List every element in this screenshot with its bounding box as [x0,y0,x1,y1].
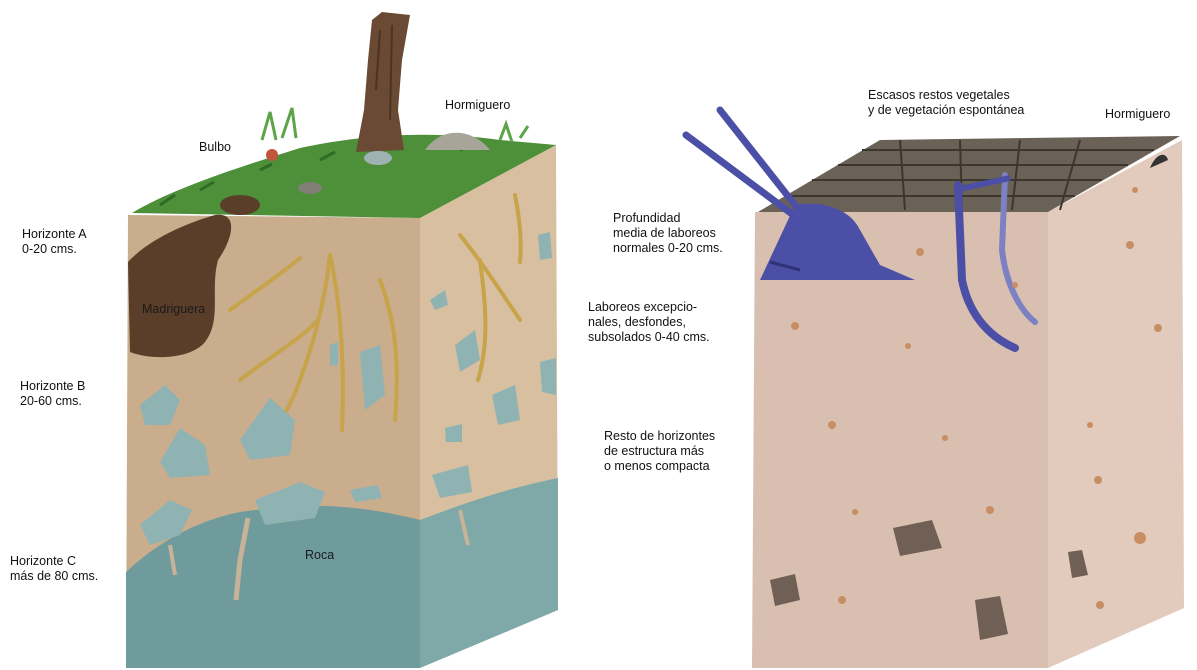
tree-trunk-icon [356,12,410,152]
surface-stone [364,151,392,165]
rock-label: Roca [305,548,334,563]
horizon-c-label: Horizonte C más de 80 cms. [10,554,98,584]
tilled-soil-side-face [1048,140,1184,668]
anthill-label-right: Hormiguero [1105,107,1170,122]
burrow-label: Madriguera [142,302,205,317]
horizon-b-label: Horizonte B 20-60 cms. [20,379,85,409]
grass-tuft-icon [262,108,296,140]
exceptional-tillage-label: Laboreos excepcio- nales, desfondes, sub… [588,300,710,345]
surface-stone [298,182,322,194]
grass-tuft-icon [500,124,528,142]
remaining-horizons-label: Resto de horizontes de estructura más o … [604,429,715,474]
bulb-icon [266,149,278,161]
anthill-label: Hormiguero [445,98,510,113]
bulb-label: Bulbo [199,140,231,155]
horizon-a-label: Horizonte A 0-20 cms. [22,227,87,257]
plant-residue-label: Escasos restos vegetales y de vegetación… [868,88,1024,118]
tillage-depth-label: Profundidad media de laboreos normales 0… [613,211,723,256]
burrow-entrance [220,195,260,215]
cultivated-soil-block [686,110,1184,668]
